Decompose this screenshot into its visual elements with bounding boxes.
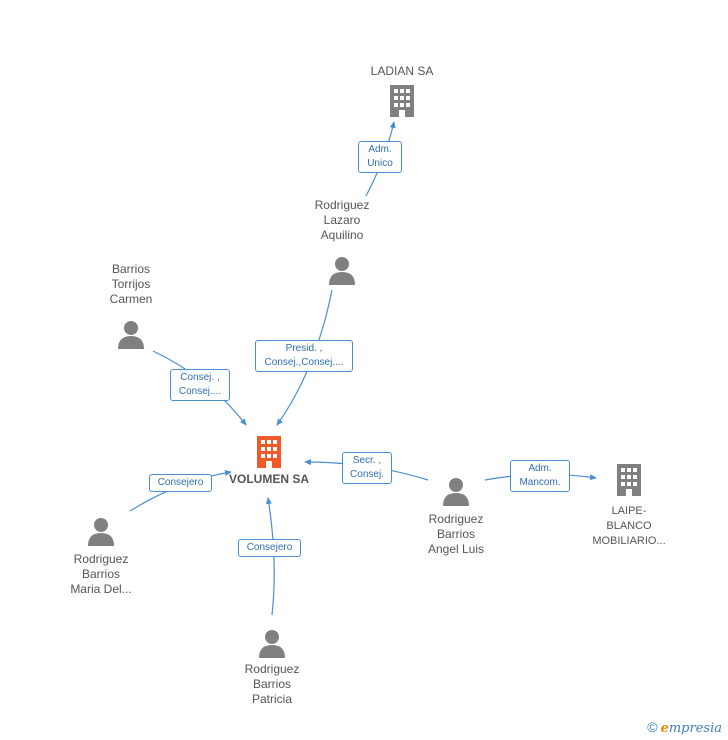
node-label: LAIPE- BLANCO MOBILIARIO... xyxy=(592,505,666,547)
building-icon xyxy=(617,464,641,496)
person-icon xyxy=(443,478,469,506)
node-label: LADIAN SA xyxy=(370,64,434,78)
node-label: VOLUMEN SA xyxy=(228,472,309,486)
person-rodriguez-maria[interactable]: Rodriguez Barrios Maria Del... xyxy=(54,516,148,597)
person-rodriguez-lazaro[interactable]: Rodriguez Lazaro Aquilino xyxy=(295,198,389,285)
edge-patricia-volumen xyxy=(265,497,275,616)
relation-badge-consej[interactable]: Consej. , Consej.... xyxy=(170,369,230,401)
copyright-symbol: © xyxy=(647,719,658,735)
building-icon xyxy=(257,436,281,468)
person-rodriguez-angel[interactable]: Rodriguez Barrios Angel Luis xyxy=(409,476,503,557)
relation-badge-secr[interactable]: Secr. , Consej. xyxy=(342,452,392,484)
person-barrios-torrijos[interactable]: Barrios Torrijos Carmen xyxy=(84,262,178,349)
node-label: Rodriguez Lazaro Aquilino xyxy=(314,198,370,242)
person-icon xyxy=(259,630,285,658)
building-icon xyxy=(390,85,414,117)
node-label: Rodriguez Barrios Angel Luis xyxy=(427,512,485,556)
person-rodriguez-patricia[interactable]: Rodriguez Barrios Patricia xyxy=(225,628,319,707)
node-label: Rodriguez Barrios Patricia xyxy=(244,662,300,706)
company-ladian[interactable]: LADIAN SA xyxy=(355,64,449,119)
person-icon xyxy=(88,518,114,546)
node-label: Barrios Torrijos Carmen xyxy=(109,262,153,306)
company-volumen[interactable]: VOLUMEN SA xyxy=(222,434,316,487)
brand-logo: ©empresia xyxy=(647,719,722,736)
relation-badge-consejero-maria[interactable]: Consejero xyxy=(149,474,212,492)
brand-name: mpresia xyxy=(668,721,722,736)
relation-badge-presid[interactable]: Presid. , Consej.,Consej.... xyxy=(255,340,353,372)
relation-badge-adm-unico[interactable]: Adm. Unico xyxy=(358,141,402,173)
person-icon xyxy=(329,257,355,285)
brand-initial: e xyxy=(660,721,669,736)
person-icon xyxy=(118,321,144,349)
relation-badge-consejero-patricia[interactable]: Consejero xyxy=(238,539,301,557)
relation-badge-adm-mancom[interactable]: Adm. Mancom. xyxy=(510,460,570,492)
company-laipe[interactable]: LAIPE- BLANCO MOBILIARIO... xyxy=(582,462,676,549)
node-label: Rodriguez Barrios Maria Del... xyxy=(70,552,132,596)
